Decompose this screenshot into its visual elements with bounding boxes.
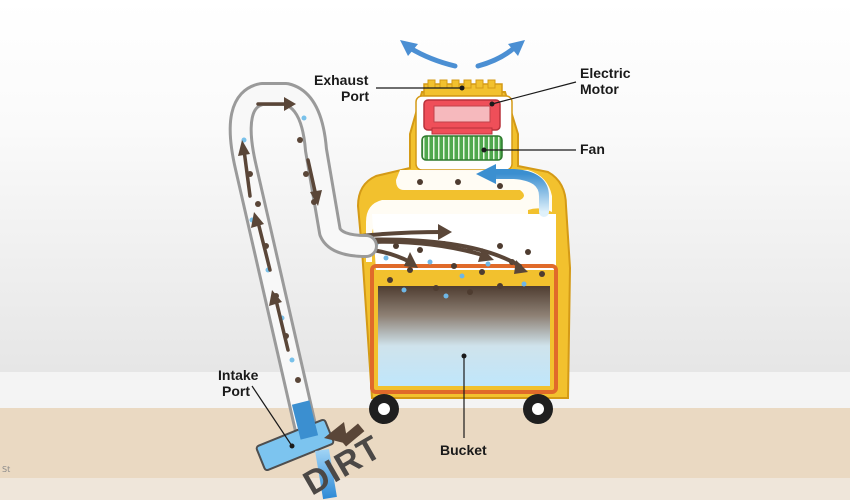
wheels	[369, 394, 553, 424]
internal-flow-heads	[404, 224, 528, 274]
electric-motor-label-line2: Motor	[580, 81, 619, 97]
fan	[421, 135, 503, 161]
exhaust-air-arrow-left	[400, 40, 458, 69]
intake-nozzle	[255, 400, 335, 472]
bucket-label: Bucket	[440, 442, 487, 458]
intake-port-label-line2: Port	[222, 383, 250, 399]
exhaust-port-label-line1: Exhaust	[314, 72, 369, 88]
electric-motor-label-line1: Electric	[580, 65, 631, 81]
fan-label: Fan	[580, 141, 605, 157]
airflow-to-fan	[491, 169, 549, 217]
label-leader-lines	[251, 81, 577, 447]
airflow-arrowhead	[476, 164, 496, 184]
intake-airflow-arrow	[315, 448, 337, 500]
hose	[228, 82, 378, 442]
exhaust-port-label-line2: Port	[341, 88, 369, 104]
label-leader-dots	[289, 85, 495, 449]
dirt-suction-arrow	[324, 422, 365, 447]
hose-flow-arrows	[242, 102, 318, 352]
hose-flow-heads	[238, 97, 322, 306]
electric-motor	[423, 99, 501, 135]
floor-edge	[0, 478, 850, 500]
corner-mark: St	[2, 465, 10, 474]
exhaust-air-arrow-right	[475, 40, 525, 69]
intake-port-label-line1: Intake	[218, 367, 259, 383]
